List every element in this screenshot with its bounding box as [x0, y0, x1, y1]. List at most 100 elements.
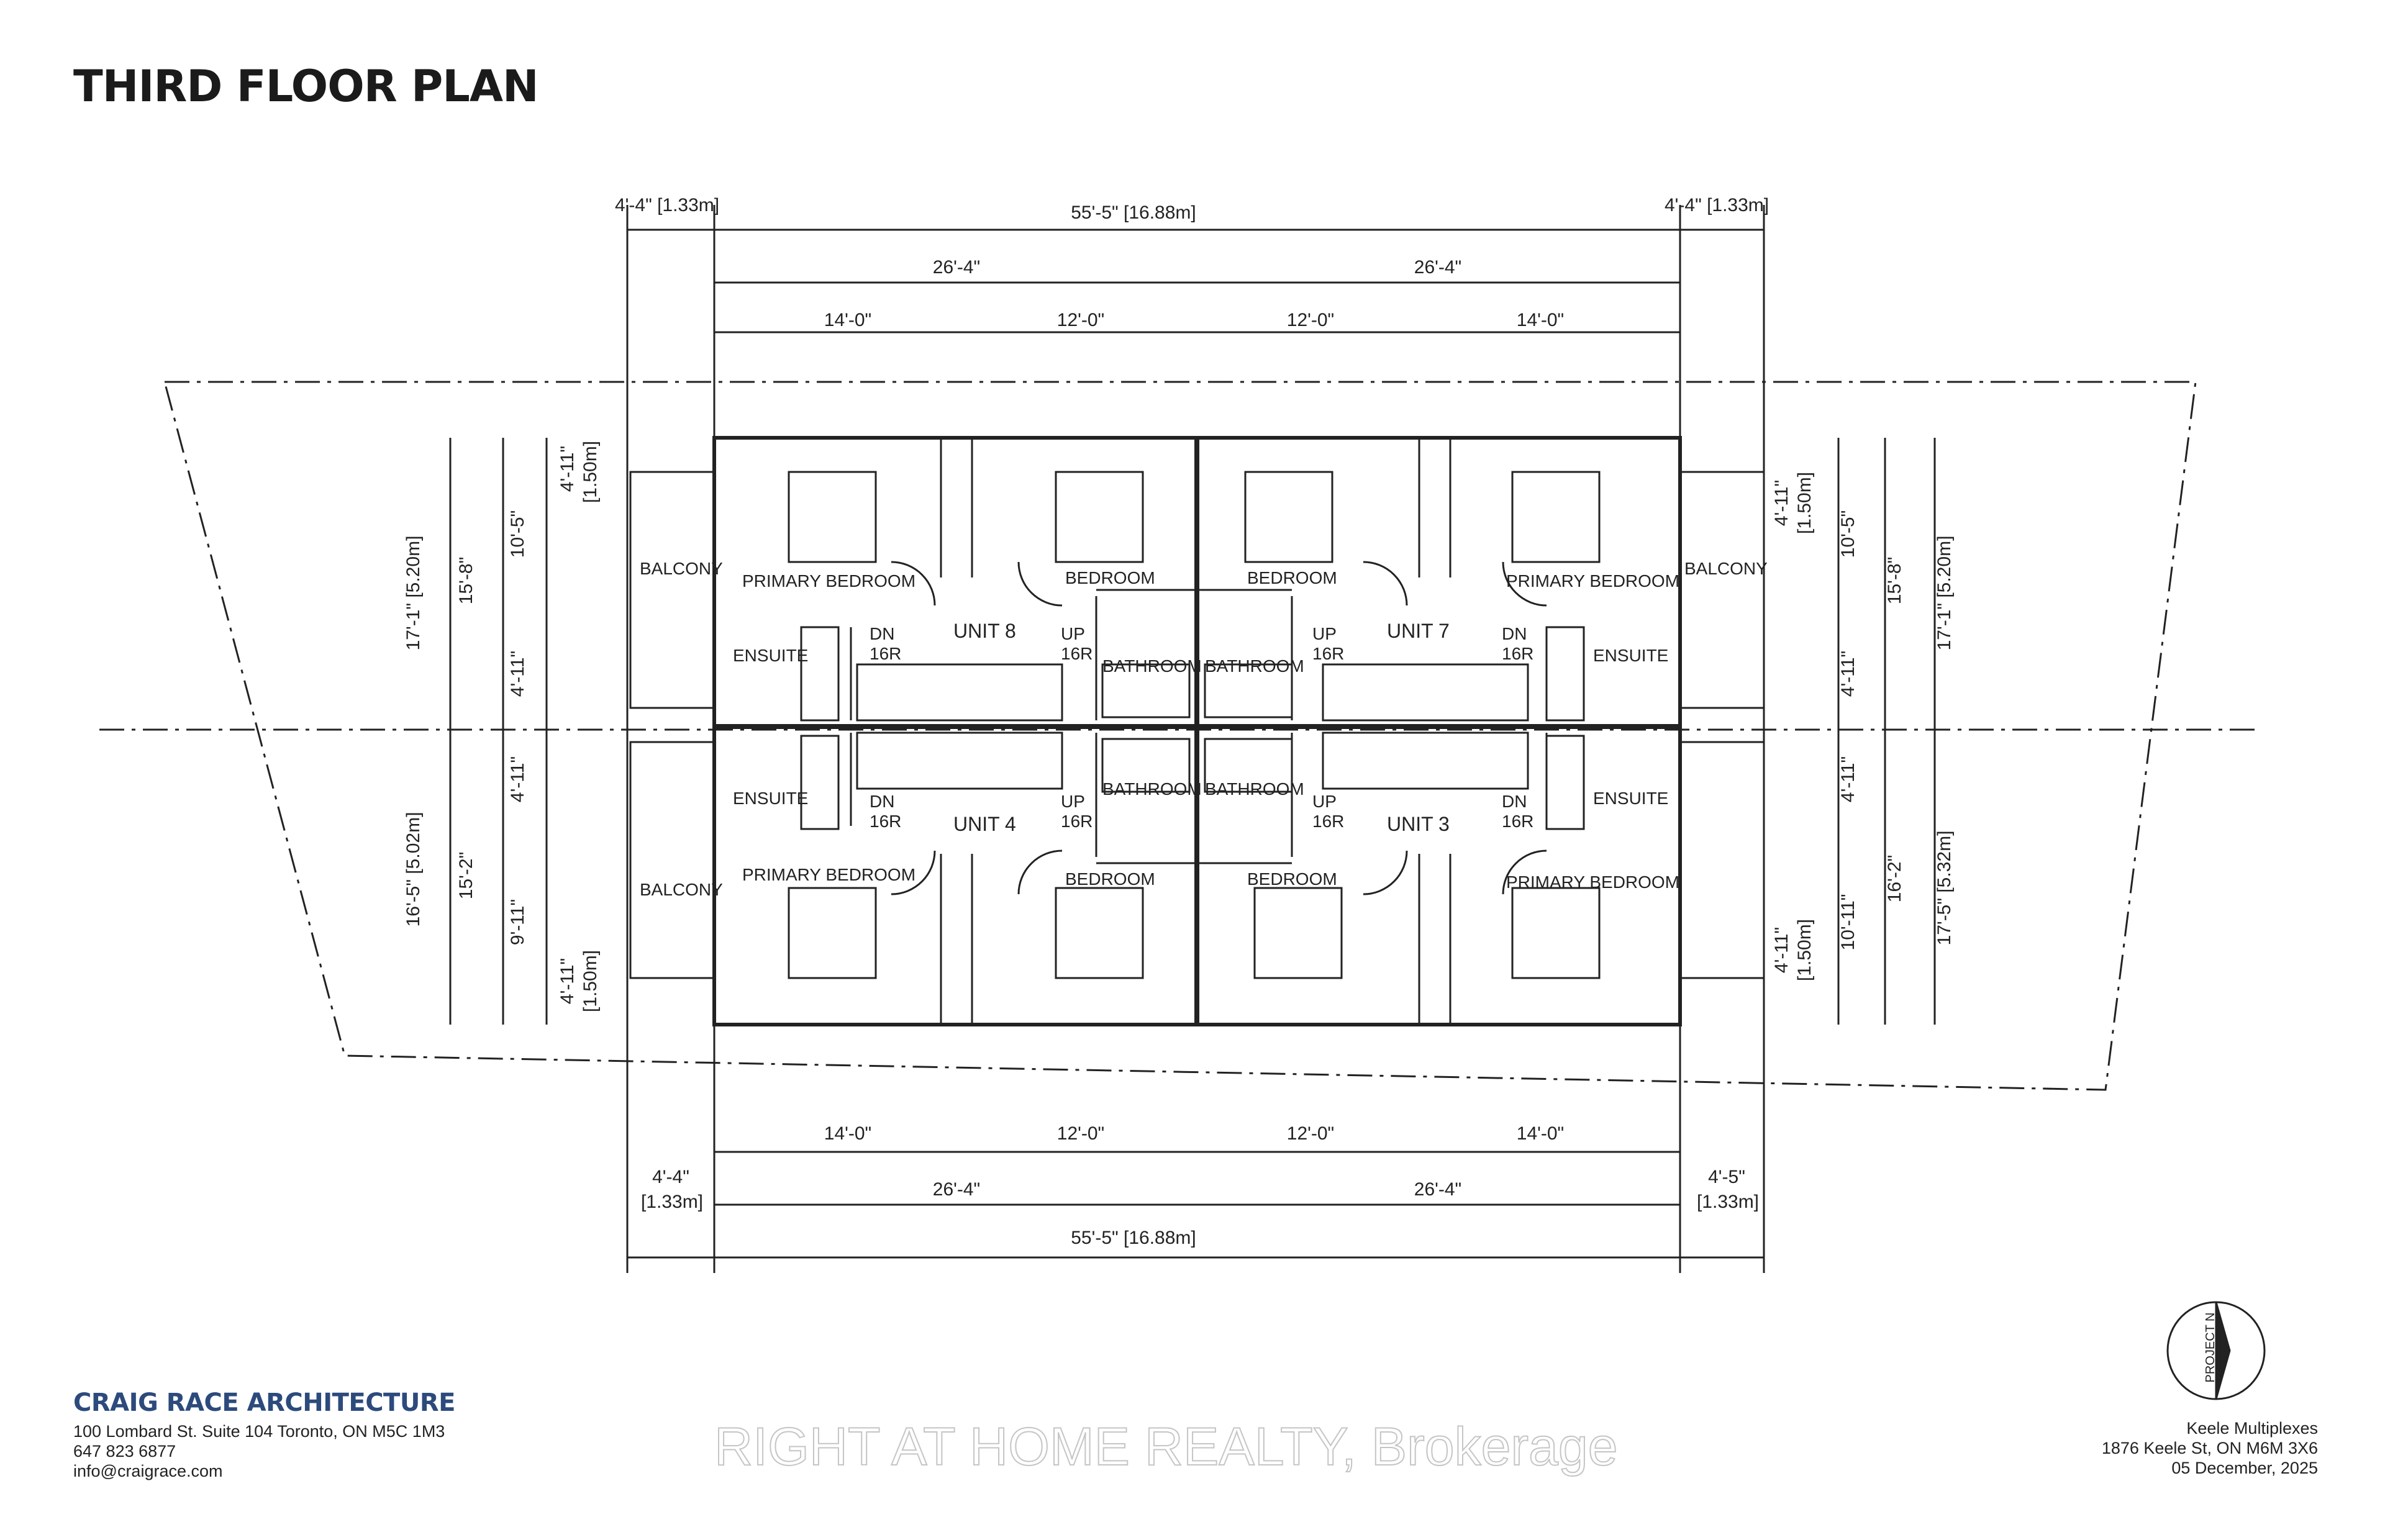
dim-half-top-right: 26'-4" [1414, 257, 1461, 278]
dim-bal-bottom-left: 4'-11" [557, 958, 578, 1004]
label-up-7-r: 16R [1312, 644, 1344, 663]
dim-room-top-4: 14'-0" [1517, 310, 1564, 330]
firm-phone: 647 823 6877 [73, 1442, 176, 1461]
firm-name: CRAIG RACE ARCHITECTURE [73, 1388, 455, 1417]
label-ensuite-3: ENSUITE [1593, 789, 1668, 808]
label-bedroom-4: BEDROOM [1065, 869, 1155, 889]
firm-email: info@craigrace.com [73, 1462, 223, 1480]
dim-room-bottom-1: 14'-0" [824, 1123, 871, 1144]
stair-unit8 [856, 663, 1063, 722]
label-primary-3: PRIMARY BEDROOM [1506, 872, 1679, 892]
dim-bottom-left-side: 4'-4" [652, 1167, 689, 1187]
label-up-8-r: 16R [1061, 644, 1093, 663]
balcony-frame-left-bottom [629, 741, 716, 979]
label-bedroom-8: BEDROOM [1065, 568, 1155, 587]
dim-side-top-right: 4'-4" [1.33m] [1665, 195, 1769, 215]
dim-bal-top-left: 4'-11" [557, 446, 578, 492]
project-address: 1876 Keele St, ON M6M 3X6 [2101, 1439, 2318, 1457]
bed-unit4-primary [788, 887, 877, 979]
label-bedroom-3: BEDROOM [1247, 869, 1337, 889]
label-up-7: UP [1312, 624, 1337, 643]
label-balcony-1: BALCONY [640, 559, 723, 578]
bed-unit3-bedroom [1253, 887, 1343, 979]
label-bedroom-7: BEDROOM [1247, 568, 1337, 587]
label-up-4: UP [1061, 792, 1085, 811]
balcony-frame-right-top [1679, 471, 1765, 709]
dim-mid-right-2: 4'-11" [1838, 756, 1858, 802]
dim-bal-bottom-left-m: [1.50m] [580, 950, 601, 1012]
dim-bottom-left-side-m: [1.33m] [641, 1192, 703, 1212]
dim-mid-right-1: 4'-11" [1838, 651, 1858, 697]
label-unit8: UNIT 8 [953, 620, 1016, 642]
label-bathroom-8: BATHROOM [1102, 656, 1202, 676]
dim-lower-overall-right: 17'-5" [5.32m] [1934, 831, 1955, 946]
property-line [163, 381, 2197, 1091]
bed-unit7-bedroom [1244, 471, 1333, 563]
label-dn-4-r: 16R [870, 812, 901, 831]
dim-upper-overall-right: 17'-1" [5.20m] [1934, 536, 1955, 651]
dim-lower-overall-left: 16'-5" [5.02m] [403, 812, 424, 927]
dim-half-top-left: 26'-4" [933, 257, 980, 278]
dim-bal-bottom-right: 4'-11" [1771, 927, 1792, 973]
label-dn-4: DN [870, 792, 894, 811]
north-label: PROJECT N [2204, 1313, 2217, 1383]
bed-unit8-bedroom [1055, 471, 1144, 563]
label-dn-7-r: 16R [1502, 644, 1533, 663]
bed-unit7-primary [1511, 471, 1601, 563]
label-balcony-2: BALCONY [640, 880, 723, 899]
dim-half-bottom-right: 26'-4" [1414, 1179, 1461, 1200]
bed-unit8-primary [788, 471, 877, 563]
dim-lower-total-left: 15'-2" [456, 852, 476, 899]
dim-lower-total-right: 16'-2" [1884, 855, 1905, 902]
label-primary-8: PRIMARY BEDROOM [742, 571, 915, 591]
stair-unit4 [856, 732, 1063, 790]
dim-room-bottom-2: 12'-0" [1057, 1123, 1104, 1144]
label-unit4: UNIT 4 [953, 813, 1016, 835]
watermark: RIGHT AT HOME REALTY, Brokerage [714, 1417, 1619, 1477]
balcony-frame-right-bottom [1679, 741, 1765, 979]
dim-half-bottom-left: 26'-4" [933, 1179, 980, 1200]
dim-lower-a-left: 9'-11" [507, 899, 528, 945]
firm-address: 100 Lombard St. Suite 104 Toronto, ON M5… [73, 1422, 445, 1441]
dim-room-top-3: 12'-0" [1287, 310, 1334, 330]
label-dn-8-r: 16R [870, 644, 901, 663]
dim-upper-a-left: 10'-5" [507, 510, 528, 558]
dim-upper-overall-left: 17'-1" [5.20m] [403, 536, 424, 651]
north-arrow [2166, 1301, 2266, 1400]
dim-overall-top: 55'-5" [16.88m] [1071, 202, 1196, 223]
label-ensuite-4: ENSUITE [733, 789, 808, 808]
dim-bottom-right-side: 4'-5" [1708, 1167, 1745, 1187]
dim-lower-a-right: 10'-11" [1838, 894, 1858, 951]
label-dn-3: DN [1502, 792, 1527, 811]
project-date: 05 December, 2025 [2171, 1459, 2318, 1477]
dim-mid-left-1: 4'-11" [507, 651, 528, 697]
bed-unit4-bedroom [1055, 887, 1144, 979]
dim-overall-bottom: 55'-5" [16.88m] [1071, 1228, 1196, 1248]
label-dn-3-r: 16R [1502, 812, 1533, 831]
label-bathroom-3: BATHROOM [1205, 779, 1304, 799]
page-title: THIRD FLOOR PLAN [73, 61, 539, 112]
stair-unit3 [1322, 732, 1529, 790]
dim-side-top-left: 4'-4" [1.33m] [615, 195, 719, 215]
dim-mid-left-2: 4'-11" [507, 756, 528, 802]
label-bathroom-4: BATHROOM [1102, 779, 1202, 799]
project-name: Keele Multiplexes [2186, 1419, 2318, 1438]
dim-room-bottom-3: 12'-0" [1287, 1123, 1334, 1144]
dim-bal-bottom-right-m: [1.50m] [1794, 919, 1815, 981]
label-unit7: UNIT 7 [1387, 620, 1450, 642]
label-primary-7: PRIMARY BEDROOM [1506, 571, 1679, 591]
dim-room-top-1: 14'-0" [824, 310, 871, 330]
label-primary-4: PRIMARY BEDROOM [742, 865, 915, 884]
label-dn-8: DN [870, 624, 894, 643]
label-dn-7: DN [1502, 624, 1527, 643]
label-unit3: UNIT 3 [1387, 813, 1450, 835]
dim-bal-top-left-m: [1.50m] [580, 441, 601, 503]
label-ensuite-8: ENSUITE [733, 646, 808, 665]
label-balcony-3: BALCONY [1684, 559, 1768, 578]
dim-upper-a-right: 10'-5" [1838, 510, 1858, 558]
stair-unit7 [1322, 663, 1529, 722]
label-up-3-r: 16R [1312, 812, 1344, 831]
dim-bottom-right-side-m: [1.33m] [1697, 1192, 1759, 1212]
